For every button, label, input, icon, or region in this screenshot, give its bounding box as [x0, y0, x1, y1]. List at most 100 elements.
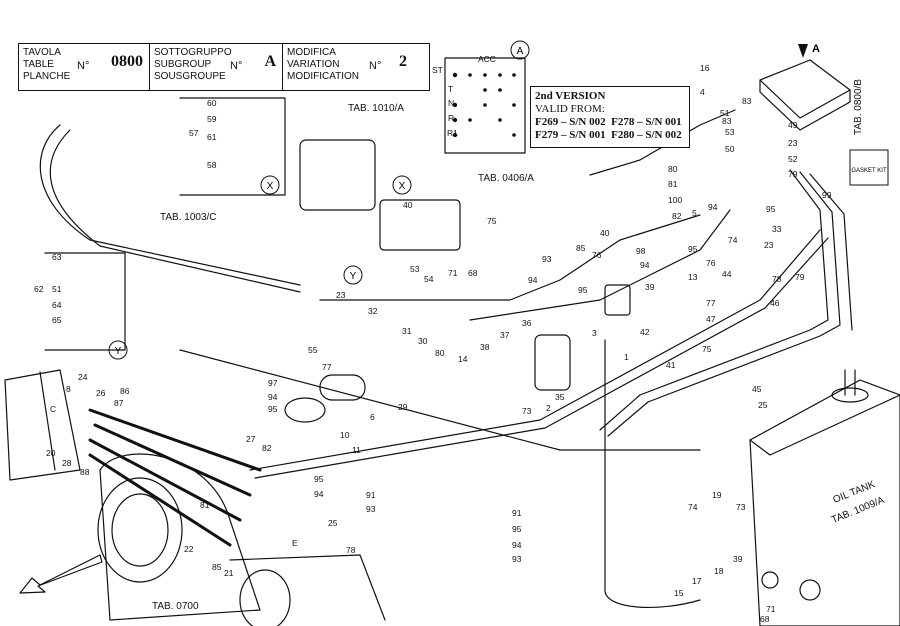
part-number-label: 65	[52, 315, 62, 325]
switch-label-t: T	[448, 84, 453, 94]
guarded-hose-1	[88, 408, 262, 472]
part-number-label: 95	[314, 474, 324, 484]
part-number-label: 23	[764, 240, 774, 250]
part-number-label: 83	[722, 116, 732, 126]
part-number-label: 75	[702, 344, 712, 354]
hose-line-mid-2	[469, 209, 731, 321]
part-number-label: 39	[645, 282, 655, 292]
filter-canister	[534, 334, 571, 391]
inset-x-frame	[179, 97, 286, 196]
gasket-kit-box	[849, 149, 889, 186]
switch-label-st: ST	[432, 65, 443, 75]
part-number-label: 95	[766, 204, 776, 214]
part-number-label: 53	[410, 264, 420, 274]
part-number-label: 16	[700, 63, 710, 73]
part-number-label: 25	[328, 518, 338, 528]
gasket-kit-label: GASKET KIT	[851, 168, 887, 174]
part-number-label: 57	[189, 128, 199, 138]
hose-line-left-loop	[39, 124, 301, 286]
hose-main-lower	[249, 229, 821, 471]
version-row-2a: F279 – S/N 001	[535, 129, 606, 141]
part-number-label: 76	[592, 250, 602, 260]
part-number-label: 50	[725, 144, 735, 154]
part-number-label: 80	[435, 348, 445, 358]
guarded-hose-4	[88, 453, 232, 547]
part-number-label: 59	[207, 114, 217, 124]
part-number-label: 79	[795, 272, 805, 282]
part-number-label: 82	[672, 211, 682, 221]
label-modifica: MODIFICA	[287, 47, 336, 58]
part-number-label: 71	[766, 604, 776, 614]
part-number-label: 92	[0, 0, 10, 2]
part-number-label: 94	[314, 489, 324, 499]
part-number-label: 93	[542, 254, 552, 264]
switch-label-r1: R1	[447, 128, 458, 138]
part-number-label: 74	[688, 502, 698, 512]
part-number-label: 94	[512, 540, 522, 550]
view-x-marker: X	[267, 181, 274, 192]
part-number-label: 27	[246, 434, 256, 444]
part-number-label: 94	[268, 392, 278, 402]
hose-return	[179, 349, 701, 451]
title-block-variation: MODIFICA VARIATION MODIFICATION N° 2	[283, 44, 429, 90]
part-number-label: 91	[366, 490, 376, 500]
clamp-ring	[284, 397, 326, 423]
part-number-label: 95	[578, 285, 588, 295]
part-number-label: 4	[700, 87, 705, 97]
version-box: 2nd VERSION VALID FROM: F269 – S/N 002 F…	[530, 86, 690, 148]
part-number-label: 58	[207, 160, 217, 170]
title-block-subgroup: SOTTOGRUPPO SUBGROUP SOUSGROUPE N° A	[150, 44, 283, 90]
part-number-label: 68	[760, 614, 770, 624]
ref-tab-0800b: TAB. 0800/B	[853, 79, 864, 135]
part-number-label: 6	[370, 412, 375, 422]
pump-motor	[299, 139, 376, 211]
label-table: TABLE	[23, 59, 54, 70]
part-number-label: 85	[212, 562, 222, 572]
part-number-label: 82	[262, 443, 272, 453]
version-row-1a: F269 – S/N 002	[535, 116, 606, 128]
variation-no-label: N°	[369, 60, 382, 72]
part-number-label: 98	[636, 246, 646, 256]
variation-number: 2	[399, 53, 407, 70]
part-number-label: 49	[788, 120, 798, 130]
switch-label-r: R	[448, 113, 454, 123]
part-number-label: 77	[706, 298, 716, 308]
part-number-label: 35	[555, 392, 565, 402]
label-subgroup: SUBGROUP	[154, 59, 212, 70]
subgroup-no-label: N°	[230, 60, 243, 72]
part-number-label: C	[50, 404, 56, 414]
part-number-label: 10	[340, 430, 350, 440]
ref-tab-1003: TAB. 1003/C	[160, 212, 217, 223]
title-block-table: TAVOLA TABLE PLANCHE N° 0800	[19, 44, 150, 90]
part-number-label: 54	[424, 274, 434, 284]
accumulator	[319, 374, 366, 401]
part-number-label: 40	[403, 200, 413, 210]
part-number-label: 93	[366, 504, 376, 514]
switch-label-acc: ACC	[478, 54, 496, 64]
part-number-label: E	[292, 538, 298, 548]
version-row-1b: F278 – S/N 001	[611, 116, 682, 128]
axle-end	[97, 477, 183, 583]
part-number-label: 17	[692, 576, 702, 586]
version-heading: 2nd VERSION	[535, 90, 606, 102]
part-number-label: 81	[668, 179, 678, 189]
switch-panel	[444, 57, 526, 154]
part-number-label: 14	[458, 354, 468, 364]
view-a-arrow-label: A	[812, 43, 820, 55]
label-modification: MODIFICATION	[287, 71, 360, 82]
part-number-label: 74	[728, 235, 738, 245]
part-number-label: 38	[480, 342, 490, 352]
part-number-label: 46	[770, 298, 780, 308]
table-number: 0800	[111, 53, 143, 70]
view-y-marker: Y	[350, 271, 357, 282]
part-number-label: 78	[346, 545, 356, 555]
part-number-label: 95	[512, 524, 522, 534]
label-planche: PLANCHE	[23, 71, 71, 82]
part-number-label: 18	[714, 566, 724, 576]
view-a-marker: A	[517, 46, 524, 57]
part-number-label: 87	[114, 398, 124, 408]
part-number-label: 94	[0, 0, 10, 2]
hose-line-left-loop-2	[49, 129, 301, 293]
